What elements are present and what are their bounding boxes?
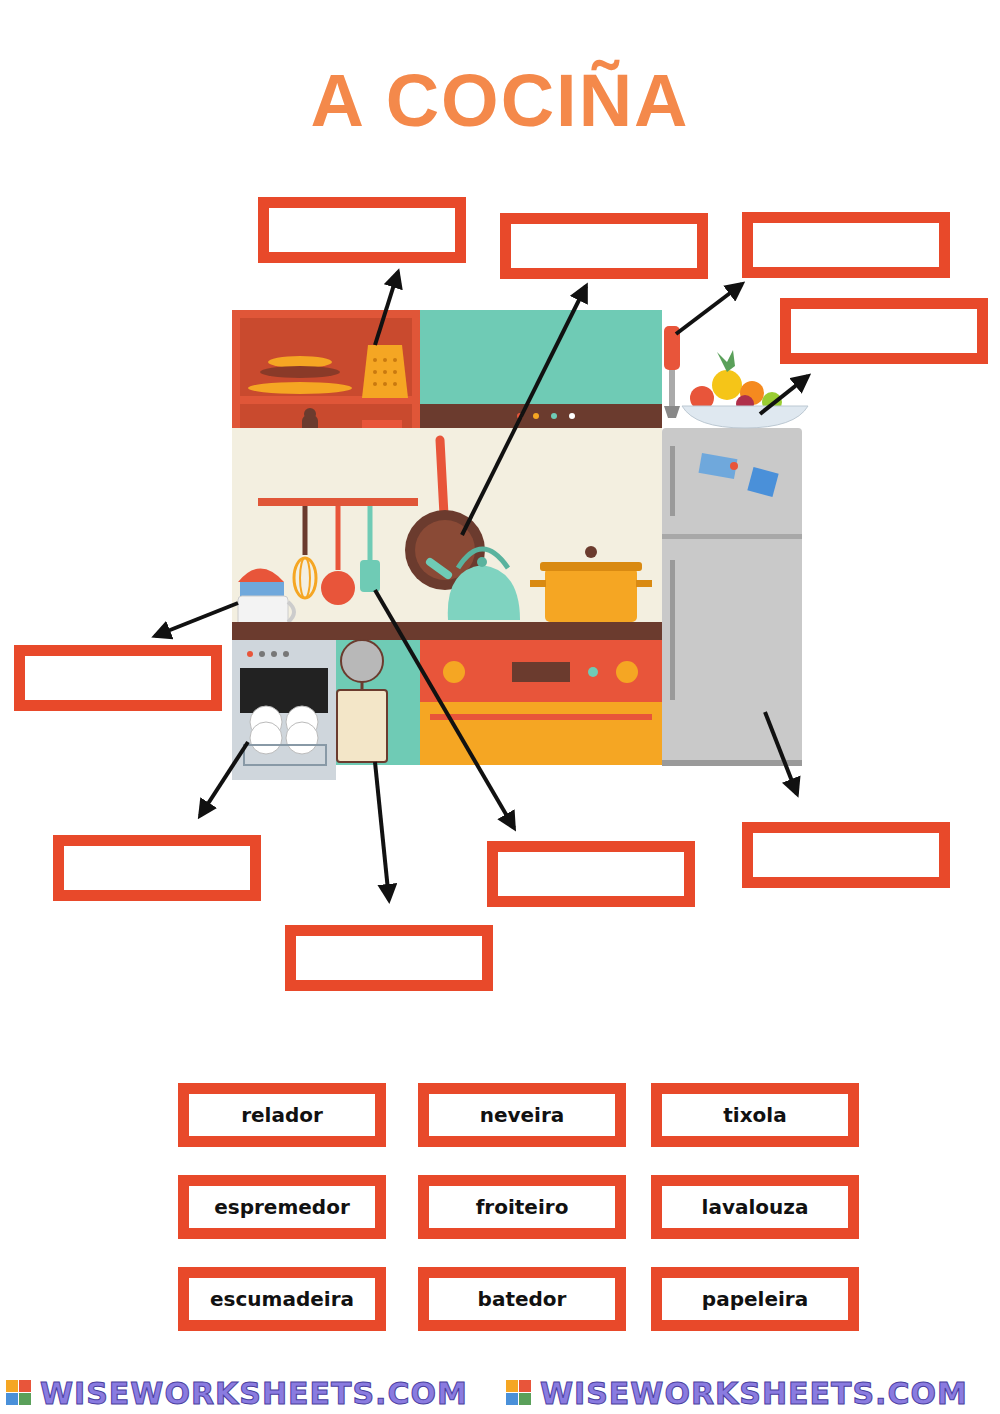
word-label: papeleira <box>702 1287 808 1311</box>
counter <box>232 622 662 640</box>
kettle <box>448 565 520 620</box>
watermark: WISEWORKSHEETS.COM <box>540 1376 968 1411</box>
word-box: froiteiro <box>418 1175 626 1239</box>
answer-box <box>20 203 983 986</box>
fruit-bowl <box>682 406 808 428</box>
watermark: WISEWORKSHEETS.COM <box>40 1376 468 1411</box>
grater <box>362 345 408 398</box>
dishwasher <box>232 640 336 780</box>
juicer <box>238 569 284 583</box>
fruit <box>712 370 742 400</box>
skimmer <box>360 560 380 592</box>
bin <box>337 690 387 762</box>
oven <box>420 640 662 702</box>
word-label: escumadeira <box>210 1287 354 1311</box>
word-box: batedor <box>418 1267 626 1331</box>
word-box: papeleira <box>651 1267 859 1331</box>
word-label: lavalouza <box>702 1195 809 1219</box>
title: A COCIÑA <box>0 58 1000 143</box>
leader-arrow <box>155 272 808 900</box>
hood <box>420 310 662 406</box>
word-label: batedor <box>478 1287 567 1311</box>
cabinet <box>336 640 420 765</box>
word-box: neveira <box>418 1083 626 1147</box>
word-label: espremedor <box>214 1195 350 1219</box>
utensil-rail <box>258 498 418 506</box>
word-box: espremedor <box>178 1175 386 1239</box>
fridge <box>662 428 802 765</box>
word-label: neveira <box>480 1103 565 1127</box>
word-label: froiteiro <box>476 1195 569 1219</box>
whisk <box>294 558 316 598</box>
word-box: relador <box>178 1083 386 1147</box>
word-box: lavalouza <box>651 1175 859 1239</box>
word-box: tixola <box>651 1083 859 1147</box>
wall <box>232 428 662 624</box>
ladle <box>321 571 355 605</box>
word-box: escumadeira <box>178 1267 386 1331</box>
word-label: relador <box>241 1103 323 1127</box>
word-label: tixola <box>723 1103 786 1127</box>
pot <box>545 568 637 622</box>
